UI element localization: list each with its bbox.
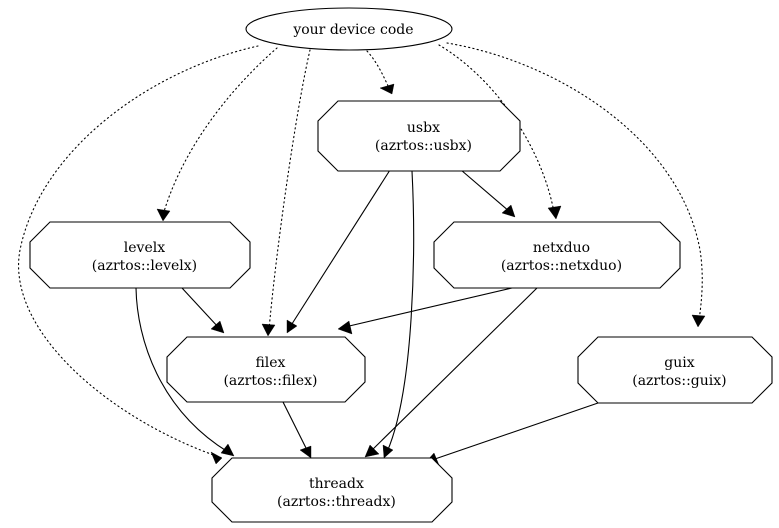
node-layer: your device code usbx (azrtos::usbx) lev… [29,7,773,523]
edge-guix-to-threadx [424,402,599,466]
svg-text:(azrtos::netxduo): (azrtos::netxduo) [452,258,662,274]
node-usbx-sublabel: (azrtos::usbx) [375,138,472,154]
node-device-code-label: your device code [292,22,413,38]
svg-text:threadx: threadx [260,476,404,492]
edge-device-code-to-usbx [366,50,395,95]
node-netxduo-label: netxduo [533,240,590,256]
node-levelx-label: levelx [124,240,165,256]
svg-text:your device code: your device code [244,22,453,38]
edge-device-code-to-filex [261,49,311,337]
svg-text:(azrtos::usbx): (azrtos::usbx) [326,138,512,154]
edge-device-code-to-netxduo [438,44,562,220]
svg-text:usbx: usbx [358,120,480,136]
node-guix-label: guix [664,355,694,371]
node-threadx[interactable]: threadx (azrtos::threadx) [211,457,453,523]
node-guix[interactable]: guix (azrtos::guix) [577,336,773,404]
svg-text:(azrtos::levelx): (azrtos::levelx) [43,258,237,274]
edge-levelx-to-filex [181,287,225,334]
node-filex-label: filex [255,355,285,371]
svg-text:levelx: levelx [75,240,205,256]
edge-usbx-to-filex [286,169,391,334]
edge-usbx-to-threadx [382,170,415,459]
edge-levelx-to-threadx [135,287,235,457]
node-levelx[interactable]: levelx (azrtos::levelx) [29,221,251,289]
svg-text:(azrtos::guix): (azrtos::guix) [583,373,766,389]
edge-filex-to-threadx [282,401,312,459]
edge-device-code-to-threadx [18,45,259,465]
node-guix-sublabel: (azrtos::guix) [632,373,726,389]
node-netxduo[interactable]: netxduo (azrtos::netxduo) [433,221,681,289]
node-filex-sublabel: (azrtos::filex) [223,373,317,389]
node-netxduo-sublabel: (azrtos::netxduo) [501,258,622,274]
edge-netxduo-to-threadx [364,287,538,458]
svg-text:(azrtos::filex): (azrtos::filex) [174,373,357,389]
node-filex[interactable]: filex (azrtos::filex) [166,336,366,403]
svg-text:guix: guix [615,355,734,371]
node-usbx-label: usbx [407,120,440,136]
node-levelx-sublabel: (azrtos::levelx) [92,258,197,274]
edge-usbx-to-netxduo [460,169,516,218]
svg-text:(azrtos::threadx): (azrtos::threadx) [228,494,436,510]
edge-device-code-to-levelx [156,47,278,222]
node-threadx-label: threadx [309,476,364,492]
edge-netxduo-to-filex [337,287,513,335]
edge-device-code-to-guix [446,42,706,328]
edge-layer [18,42,706,466]
node-usbx[interactable]: usbx (azrtos::usbx) [317,100,521,172]
svg-text:filex: filex [206,355,325,371]
svg-text:netxduo: netxduo [484,240,630,256]
node-device-code[interactable]: your device code [244,7,453,51]
node-threadx-sublabel: (azrtos::threadx) [277,494,396,510]
